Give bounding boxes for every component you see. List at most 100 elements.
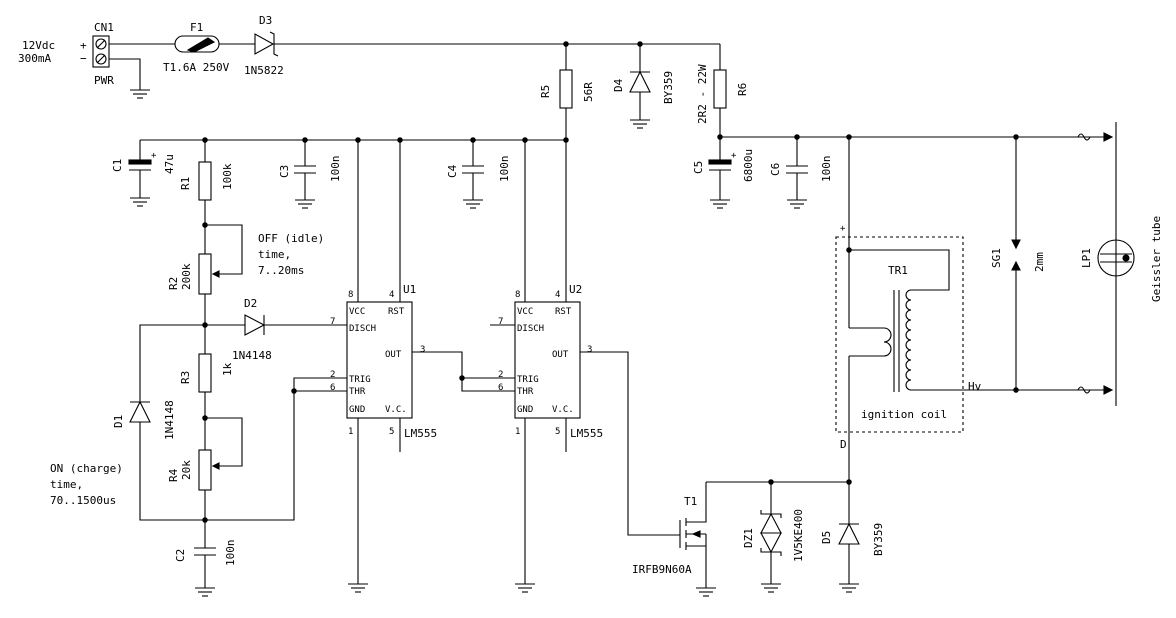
r5-ref-label: R5 (539, 85, 552, 98)
u1-out-label: OUT (385, 350, 402, 360)
d4-part-label: BY359 (662, 71, 675, 104)
u1-pin5-label: 5 (389, 427, 394, 437)
ground-symbol (787, 199, 807, 209)
u1-disch-label: DISCH (349, 324, 376, 334)
u1-pin2-label: 2 (330, 370, 335, 380)
diode-d2 (244, 314, 266, 336)
tr1-hv-label: Hv (968, 380, 982, 393)
cn1-ground-wire (109, 58, 141, 90)
cn1-ref-label: CN1 (94, 21, 114, 34)
c1-value-label: 47u (163, 154, 176, 174)
mosfet-t1 (679, 508, 707, 574)
u2-rst-label: RST (555, 307, 572, 317)
u1-part-label: LM555 (404, 427, 437, 440)
u1-thr-label: THR (349, 387, 366, 397)
u1-pin8-label: 8 (348, 290, 353, 300)
c2-ref-label: C2 (174, 549, 187, 562)
diode-d4 (629, 70, 651, 93)
wire-break-symbol (1077, 386, 1091, 394)
wire-break-symbol (1077, 133, 1091, 141)
d1-part-label: 1N4148 (163, 400, 176, 440)
capacitor-c1: + (128, 151, 157, 171)
ic-u2 (514, 301, 581, 419)
u1-pin4-label: 4 (389, 290, 394, 300)
d3-part-label: 1N5822 (244, 64, 284, 77)
c2-value-label: 100n (224, 540, 237, 567)
u2-disch-label: DISCH (517, 324, 544, 334)
t1-ref-label: T1 (684, 495, 697, 508)
u2-pin5-label: 5 (555, 427, 560, 437)
u1-trig-label: TRIG (349, 375, 371, 385)
u1-pin7-label: 7 (330, 317, 335, 327)
sg1-gap-label: 2mm (1033, 252, 1046, 272)
svg-text:+: + (731, 151, 737, 161)
arrow-icon (1103, 132, 1114, 142)
d2-ref-label: D2 (244, 297, 257, 310)
ground-symbol (515, 583, 535, 593)
primary-winding (849, 327, 892, 357)
u2-gnd-label: GND (517, 405, 533, 415)
on-time-label-1: ON (charge) (50, 462, 123, 475)
c3-ref-label: C3 (278, 165, 291, 178)
r4-wiper-wire (205, 417, 243, 467)
plus-terminal-label: + (80, 39, 87, 52)
d5-ref-label: D5 (820, 531, 833, 544)
ground-symbol (839, 583, 859, 593)
r4-wiper-arrow (211, 462, 220, 470)
cn1-connector (92, 35, 110, 68)
diode-d5 (838, 522, 860, 545)
r4-value-label: 20k (180, 460, 193, 480)
r1-ref-label: R1 (179, 177, 192, 190)
off-time-label-1: OFF (idle) (258, 232, 324, 245)
u2-pin6-label: 6 (498, 383, 503, 393)
trig-wire (205, 377, 347, 521)
ground-symbol (195, 587, 215, 597)
ground-symbol (295, 199, 315, 209)
potentiometer-r4 (198, 449, 212, 491)
c5-value-label: 6800u (742, 149, 755, 182)
on-time-label-2: time, (50, 478, 83, 491)
tr1-d-label: D (840, 438, 847, 451)
secondary-top-wire (849, 249, 950, 291)
u2-vcc-label: VCC (517, 307, 533, 317)
tvs-diode-dz1 (760, 510, 782, 556)
arrow-icon (1103, 385, 1114, 395)
c6-ref-label: C6 (769, 163, 782, 176)
c1-ref-label: C1 (111, 159, 124, 172)
d5-part-label: BY359 (872, 523, 885, 556)
u2-part-label: LM555 (570, 427, 603, 440)
u1-vcc-label: VCC (349, 307, 365, 317)
off-time-label-2: time, (258, 248, 291, 261)
geissler-tube-dot (1122, 254, 1130, 262)
r2-wiper-wire (205, 224, 243, 275)
geissler-tube-bulb (1097, 239, 1135, 277)
svg-text:+: + (151, 151, 157, 161)
off-time-label-3: 7..20ms (258, 264, 304, 277)
u2-vc-label: V.C. (552, 405, 574, 415)
u1-ref-label: U1 (403, 283, 416, 296)
u1-rst-label: RST (388, 307, 405, 317)
r5-value-label: 56R (582, 82, 595, 102)
dz1-ref-label: DZ1 (742, 528, 755, 548)
u1-vc-label: V.C. (385, 405, 407, 415)
r1-value-label: 100k (221, 163, 234, 190)
t1-part-label: IRFB9N60A (632, 563, 692, 576)
r6-value-label: 2R2 - 22W (696, 64, 709, 124)
supply-current-label: 300mA (18, 52, 51, 65)
secondary-winding (905, 289, 912, 391)
u2-pin2-label: 2 (498, 370, 503, 380)
u1-pin1-label: 1 (348, 427, 353, 437)
d2-part-label: 1N4148 (232, 349, 272, 362)
d4-ref-label: D4 (612, 78, 625, 92)
c6-value-label: 100n (820, 156, 833, 183)
u1-pin6-label: 6 (330, 383, 335, 393)
u1-pin3-label: 3 (420, 345, 425, 355)
u2-trig-label: TRIG (517, 375, 539, 385)
tr1-ref-label: TR1 (888, 264, 908, 277)
resistor-r6 (713, 69, 727, 109)
u1-out-wire (412, 351, 515, 392)
resistor-r1 (198, 161, 212, 201)
c4-ref-label: C4 (446, 164, 459, 178)
c3-value-label: 100n (329, 156, 342, 183)
u2-pin1-label: 1 (515, 427, 520, 437)
